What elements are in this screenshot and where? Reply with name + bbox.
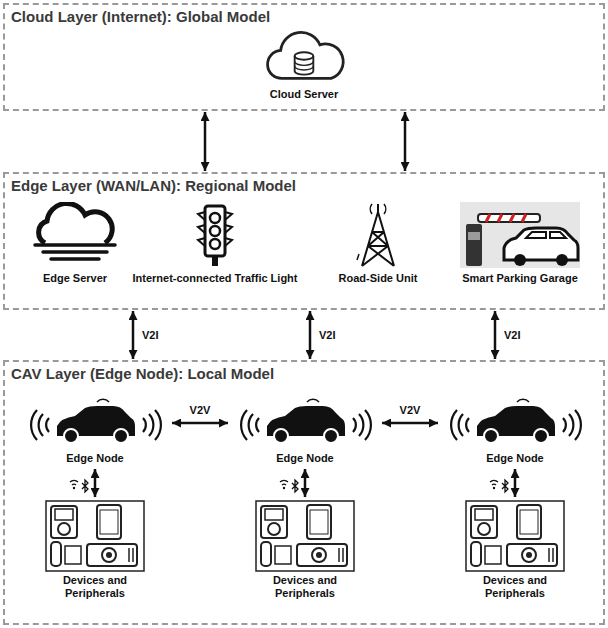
connector-arrow xyxy=(304,469,307,497)
devices-box-icon xyxy=(465,500,565,572)
devices-box-icon xyxy=(255,500,355,572)
link-label: V2V xyxy=(188,404,213,417)
road-side-unit-icon xyxy=(357,204,394,266)
node-label: Devices and Peripherals xyxy=(250,574,360,600)
cloud-server-icon xyxy=(259,28,349,84)
layer-title: Cloud Layer (Internet): Global Model xyxy=(11,8,270,26)
parking-garage: Smart Parking Garage xyxy=(456,202,584,286)
link-label: V2I xyxy=(140,329,161,342)
edge-node-car-icon xyxy=(451,399,581,443)
cloud-server-icon xyxy=(268,32,344,78)
connector-arrow xyxy=(514,469,517,497)
devices-box: Devices and Peripherals xyxy=(460,500,570,601)
traffic-light-icon xyxy=(195,202,235,268)
edge-server-icon xyxy=(25,202,125,268)
road-side-unit-icon xyxy=(353,202,403,268)
road-side-unit: Road-Side Unit xyxy=(335,202,422,286)
connector-arrow xyxy=(382,422,438,425)
edge-node-car-icon xyxy=(241,399,371,443)
edge-node-car: Edge Node xyxy=(231,398,379,466)
devices-box-icon xyxy=(466,501,564,571)
wireless-icon xyxy=(280,480,298,492)
devices-box-icon xyxy=(45,500,145,572)
connector-arrow xyxy=(309,311,312,359)
node-label: Smart Parking Garage xyxy=(462,272,578,285)
node-label: Edge Node xyxy=(486,452,543,465)
connector-arrow xyxy=(132,311,135,359)
connector-arrow xyxy=(494,311,497,359)
devices-box: Devices and Peripherals xyxy=(40,500,150,601)
edge-server: Edge Server xyxy=(21,202,129,286)
parking-garage-icon xyxy=(460,202,580,268)
devices-box: Devices and Peripherals xyxy=(250,500,360,601)
connector-arrow xyxy=(172,422,228,425)
cloud-server: Cloud Server xyxy=(255,28,353,102)
wireless-icon xyxy=(70,480,88,492)
connector-arrow xyxy=(94,469,97,497)
node-label: Road-Side Unit xyxy=(339,272,418,285)
layer-band: Edge Layer (WAN/LAN): Regional ModelEdge… xyxy=(3,172,605,310)
edge-node-car: Edge Node xyxy=(21,398,169,466)
edge-node-car: Edge Node xyxy=(441,398,589,466)
connector-arrow xyxy=(204,112,207,171)
layer-band: Cloud Layer (Internet): Global ModelClou… xyxy=(3,3,605,111)
link-label: V2V xyxy=(398,404,423,417)
edge-node-car-icon xyxy=(445,398,585,448)
node-label: Edge Node xyxy=(276,452,333,465)
devices-box-icon xyxy=(46,501,144,571)
connector-arrow xyxy=(404,112,407,171)
node-label: Devices and Peripherals xyxy=(460,574,570,600)
devices-box-icon xyxy=(256,501,354,571)
link-label: V2I xyxy=(502,329,523,342)
traffic-light-icon xyxy=(198,206,232,266)
node-label: Internet-connected Traffic Light xyxy=(132,272,297,285)
node-label: Cloud Server xyxy=(270,88,338,101)
node-label: Edge Server xyxy=(43,272,107,285)
link-label: V2I xyxy=(317,329,338,342)
layer-title: Edge Layer (WAN/LAN): Regional Model xyxy=(11,177,296,195)
edge-node-car-icon xyxy=(235,398,375,448)
parking-garage-icon xyxy=(460,202,580,268)
traffic-light: Internet-connected Traffic Light xyxy=(128,202,302,286)
edge-node-car-icon xyxy=(31,399,161,443)
node-label: Devices and Peripherals xyxy=(40,574,150,600)
layer-title: CAV Layer (Edge Node): Local Model xyxy=(11,365,274,383)
layer-band: CAV Layer (Edge Node): Local ModelEdge N… xyxy=(3,360,605,625)
edge-node-car-icon xyxy=(25,398,165,448)
wireless-icon xyxy=(490,480,508,492)
edge-server-icon xyxy=(35,203,115,259)
node-label: Edge Node xyxy=(66,452,123,465)
